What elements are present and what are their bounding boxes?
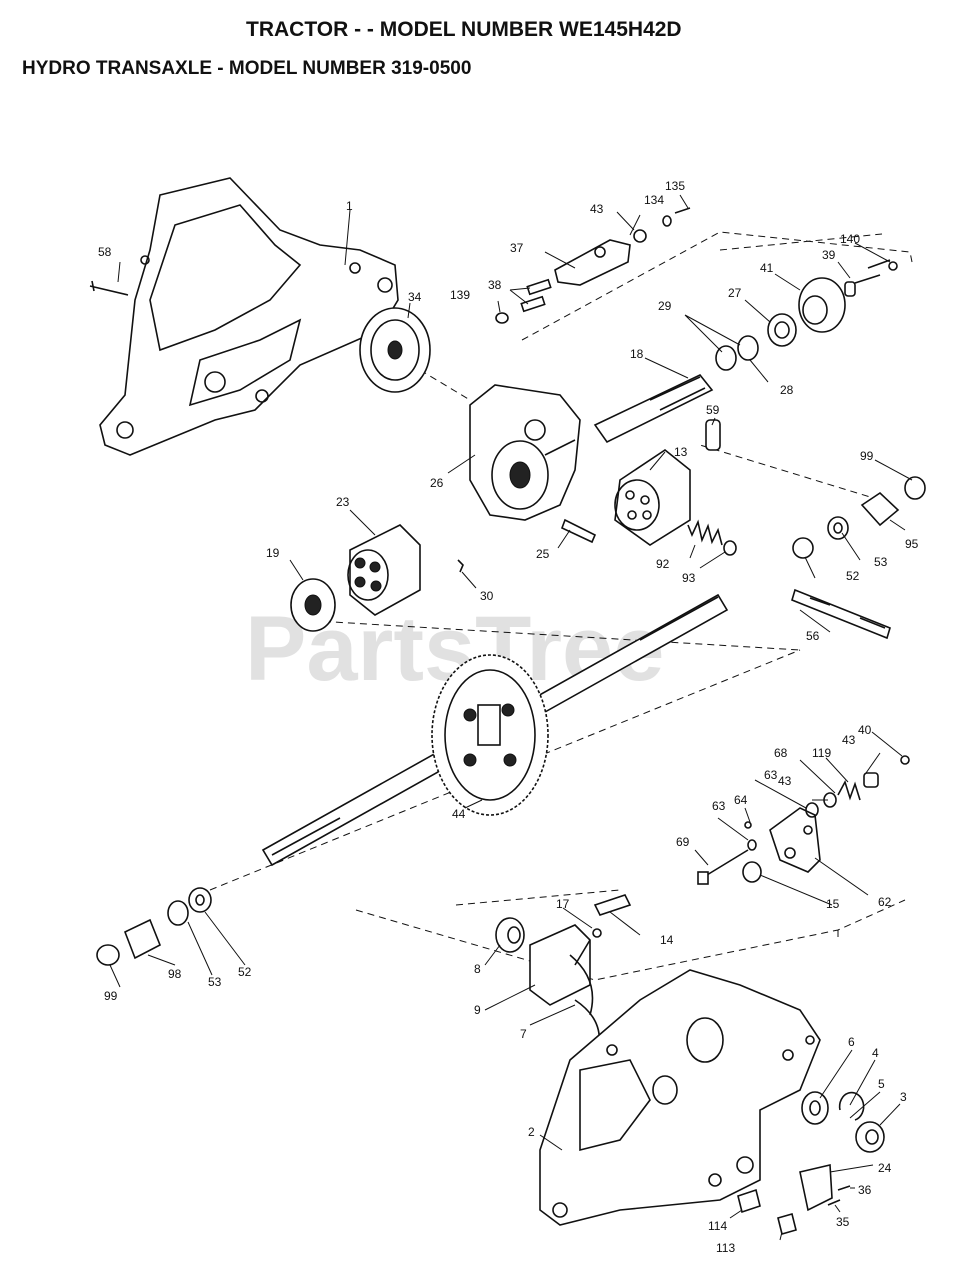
bracket-37 <box>495 207 691 324</box>
callout-63b: 63 <box>712 799 726 813</box>
cap-41-assembly <box>715 259 898 371</box>
callout-6: 6 <box>848 1035 855 1049</box>
cylinder-block-13 <box>614 449 691 546</box>
callout-15: 15 <box>826 897 840 911</box>
callout-39: 39 <box>822 248 836 262</box>
callout-19: 19 <box>266 546 280 560</box>
callout-53: 53 <box>874 555 888 569</box>
callout-34: 34 <box>408 290 422 304</box>
axle-parts-left <box>96 887 212 966</box>
callout-27: 27 <box>728 286 742 300</box>
callout-35: 35 <box>836 1215 850 1229</box>
callout-4: 4 <box>872 1046 879 1060</box>
leader-lines <box>109 194 913 1241</box>
assembly-line-lower <box>355 889 906 981</box>
callout-99b: 99 <box>104 989 118 1003</box>
screw-58 <box>89 280 129 296</box>
callout-44: 44 <box>452 807 466 821</box>
gear-44 <box>431 654 549 816</box>
callout-56: 56 <box>806 629 820 643</box>
callout-68: 68 <box>774 746 788 760</box>
callout-36: 36 <box>858 1183 872 1197</box>
callout-24: 24 <box>878 1161 892 1175</box>
callout-28: 28 <box>780 383 794 397</box>
callout-135: 135 <box>665 179 685 193</box>
callout-43c: 43 <box>778 774 792 788</box>
callout-2: 2 <box>528 1125 535 1139</box>
callout-98: 98 <box>168 967 182 981</box>
callout-26: 26 <box>430 476 444 490</box>
brake-arm-62 <box>697 755 910 885</box>
callout-58: 58 <box>98 245 112 259</box>
callout-134: 134 <box>644 193 664 207</box>
callout-119: 119 <box>812 746 831 760</box>
callout-63: 63 <box>764 768 778 782</box>
callout-14: 14 <box>660 933 674 947</box>
callout-69: 69 <box>676 835 690 849</box>
callout-labels: 58 1 34 135 134 43 37 38 139 140 39 41 2… <box>98 179 919 1255</box>
callout-52: 52 <box>846 569 860 583</box>
pin-59 <box>705 419 721 451</box>
axle-parts-right <box>791 476 926 640</box>
bearing-19 <box>290 578 336 632</box>
callout-3: 3 <box>900 1090 907 1104</box>
callout-62: 62 <box>878 895 892 909</box>
callout-43: 43 <box>590 202 604 216</box>
lower-housing <box>539 969 821 1226</box>
callout-99: 99 <box>860 449 874 463</box>
assembly-line-upper <box>419 231 913 401</box>
brake-parts <box>495 894 632 1051</box>
callout-64: 64 <box>734 793 748 807</box>
callout-41: 41 <box>760 261 774 275</box>
callout-38: 38 <box>488 278 502 292</box>
callout-1: 1 <box>346 199 353 213</box>
callout-53b: 53 <box>208 975 222 989</box>
page-title: TRACTOR - - MODEL NUMBER WE145H42D <box>246 18 682 41</box>
callout-25: 25 <box>536 547 550 561</box>
callout-30: 30 <box>480 589 494 603</box>
callout-9: 9 <box>474 1003 481 1017</box>
bearing-34 <box>359 307 431 393</box>
check-valve-25 <box>560 518 597 544</box>
callout-17: 17 <box>556 897 570 911</box>
shaft-18 <box>593 374 714 444</box>
upper-housing <box>99 177 399 456</box>
spring-30 <box>457 559 464 573</box>
callout-43b: 43 <box>842 733 856 747</box>
bearing-seal-parts <box>737 1091 885 1235</box>
spring-92 <box>687 519 737 556</box>
callout-18: 18 <box>630 347 644 361</box>
callout-113: 113 <box>716 1241 735 1255</box>
callout-139: 139 <box>450 288 470 302</box>
callout-114: 114 <box>708 1219 727 1233</box>
callout-93: 93 <box>682 571 696 585</box>
callout-13: 13 <box>674 445 688 459</box>
center-section-26 <box>469 384 581 521</box>
callout-7: 7 <box>520 1027 527 1041</box>
callout-95: 95 <box>905 537 919 551</box>
callout-37: 37 <box>510 241 524 255</box>
cylinder-block-23 <box>347 524 421 616</box>
callout-59: 59 <box>706 403 720 417</box>
callout-8: 8 <box>474 962 481 976</box>
callout-5: 5 <box>878 1077 885 1091</box>
callout-40: 40 <box>858 723 872 737</box>
callout-140: 140 <box>840 232 860 246</box>
callout-29: 29 <box>658 299 672 313</box>
callout-92: 92 <box>656 557 670 571</box>
callout-23: 23 <box>336 495 350 509</box>
callout-52b: 52 <box>238 965 252 979</box>
page-subtitle: HYDRO TRANSAXLE - MODEL NUMBER 319-0500 <box>22 58 472 79</box>
